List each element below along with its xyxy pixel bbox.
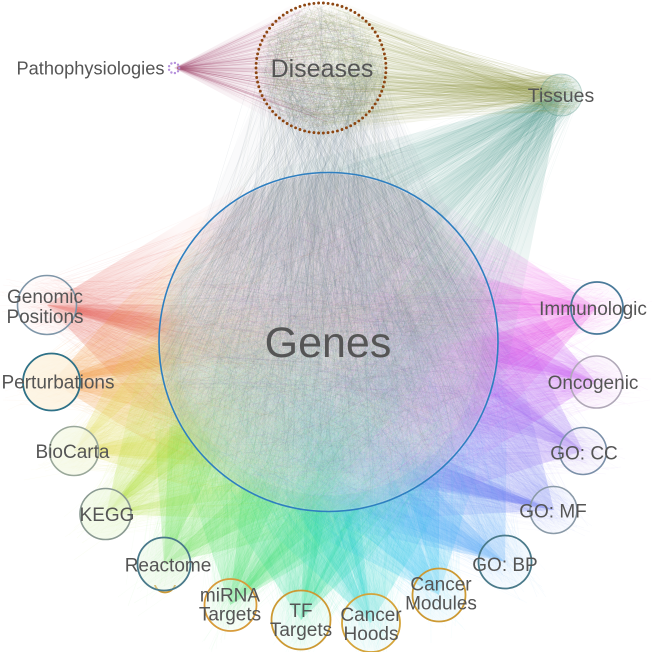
svg-text:GO: BP: GO: BP <box>472 555 537 576</box>
svg-text:Modules: Modules <box>405 594 477 615</box>
svg-text:Cancer: Cancer <box>340 605 402 626</box>
svg-text:Pathophysiologies: Pathophysiologies <box>17 58 165 79</box>
svg-text:Cancer: Cancer <box>410 575 472 596</box>
svg-text:Perturbations: Perturbations <box>1 373 114 394</box>
svg-text:Immunologic: Immunologic <box>539 299 647 320</box>
svg-text:Genes: Genes <box>265 319 392 367</box>
svg-text:Hoods: Hoods <box>344 624 399 645</box>
svg-text:Oncogenic: Oncogenic <box>548 373 639 394</box>
svg-text:GO: MF: GO: MF <box>519 502 587 523</box>
svg-text:GO: CC: GO: CC <box>550 444 618 465</box>
svg-text:Diseases: Diseases <box>271 55 374 83</box>
svg-text:Reactome: Reactome <box>125 556 212 577</box>
svg-text:Tissues: Tissues <box>528 85 595 107</box>
svg-text:KEGG: KEGG <box>80 505 135 526</box>
svg-text:Genomic: Genomic <box>7 287 83 308</box>
svg-text:TF: TF <box>289 601 312 622</box>
svg-text:miRNA: miRNA <box>200 586 260 607</box>
svg-text:BioCarta: BioCarta <box>36 442 110 463</box>
svg-text:Targets: Targets <box>270 620 332 641</box>
svg-text:Targets: Targets <box>199 605 261 626</box>
svg-text:Positions: Positions <box>6 307 83 328</box>
